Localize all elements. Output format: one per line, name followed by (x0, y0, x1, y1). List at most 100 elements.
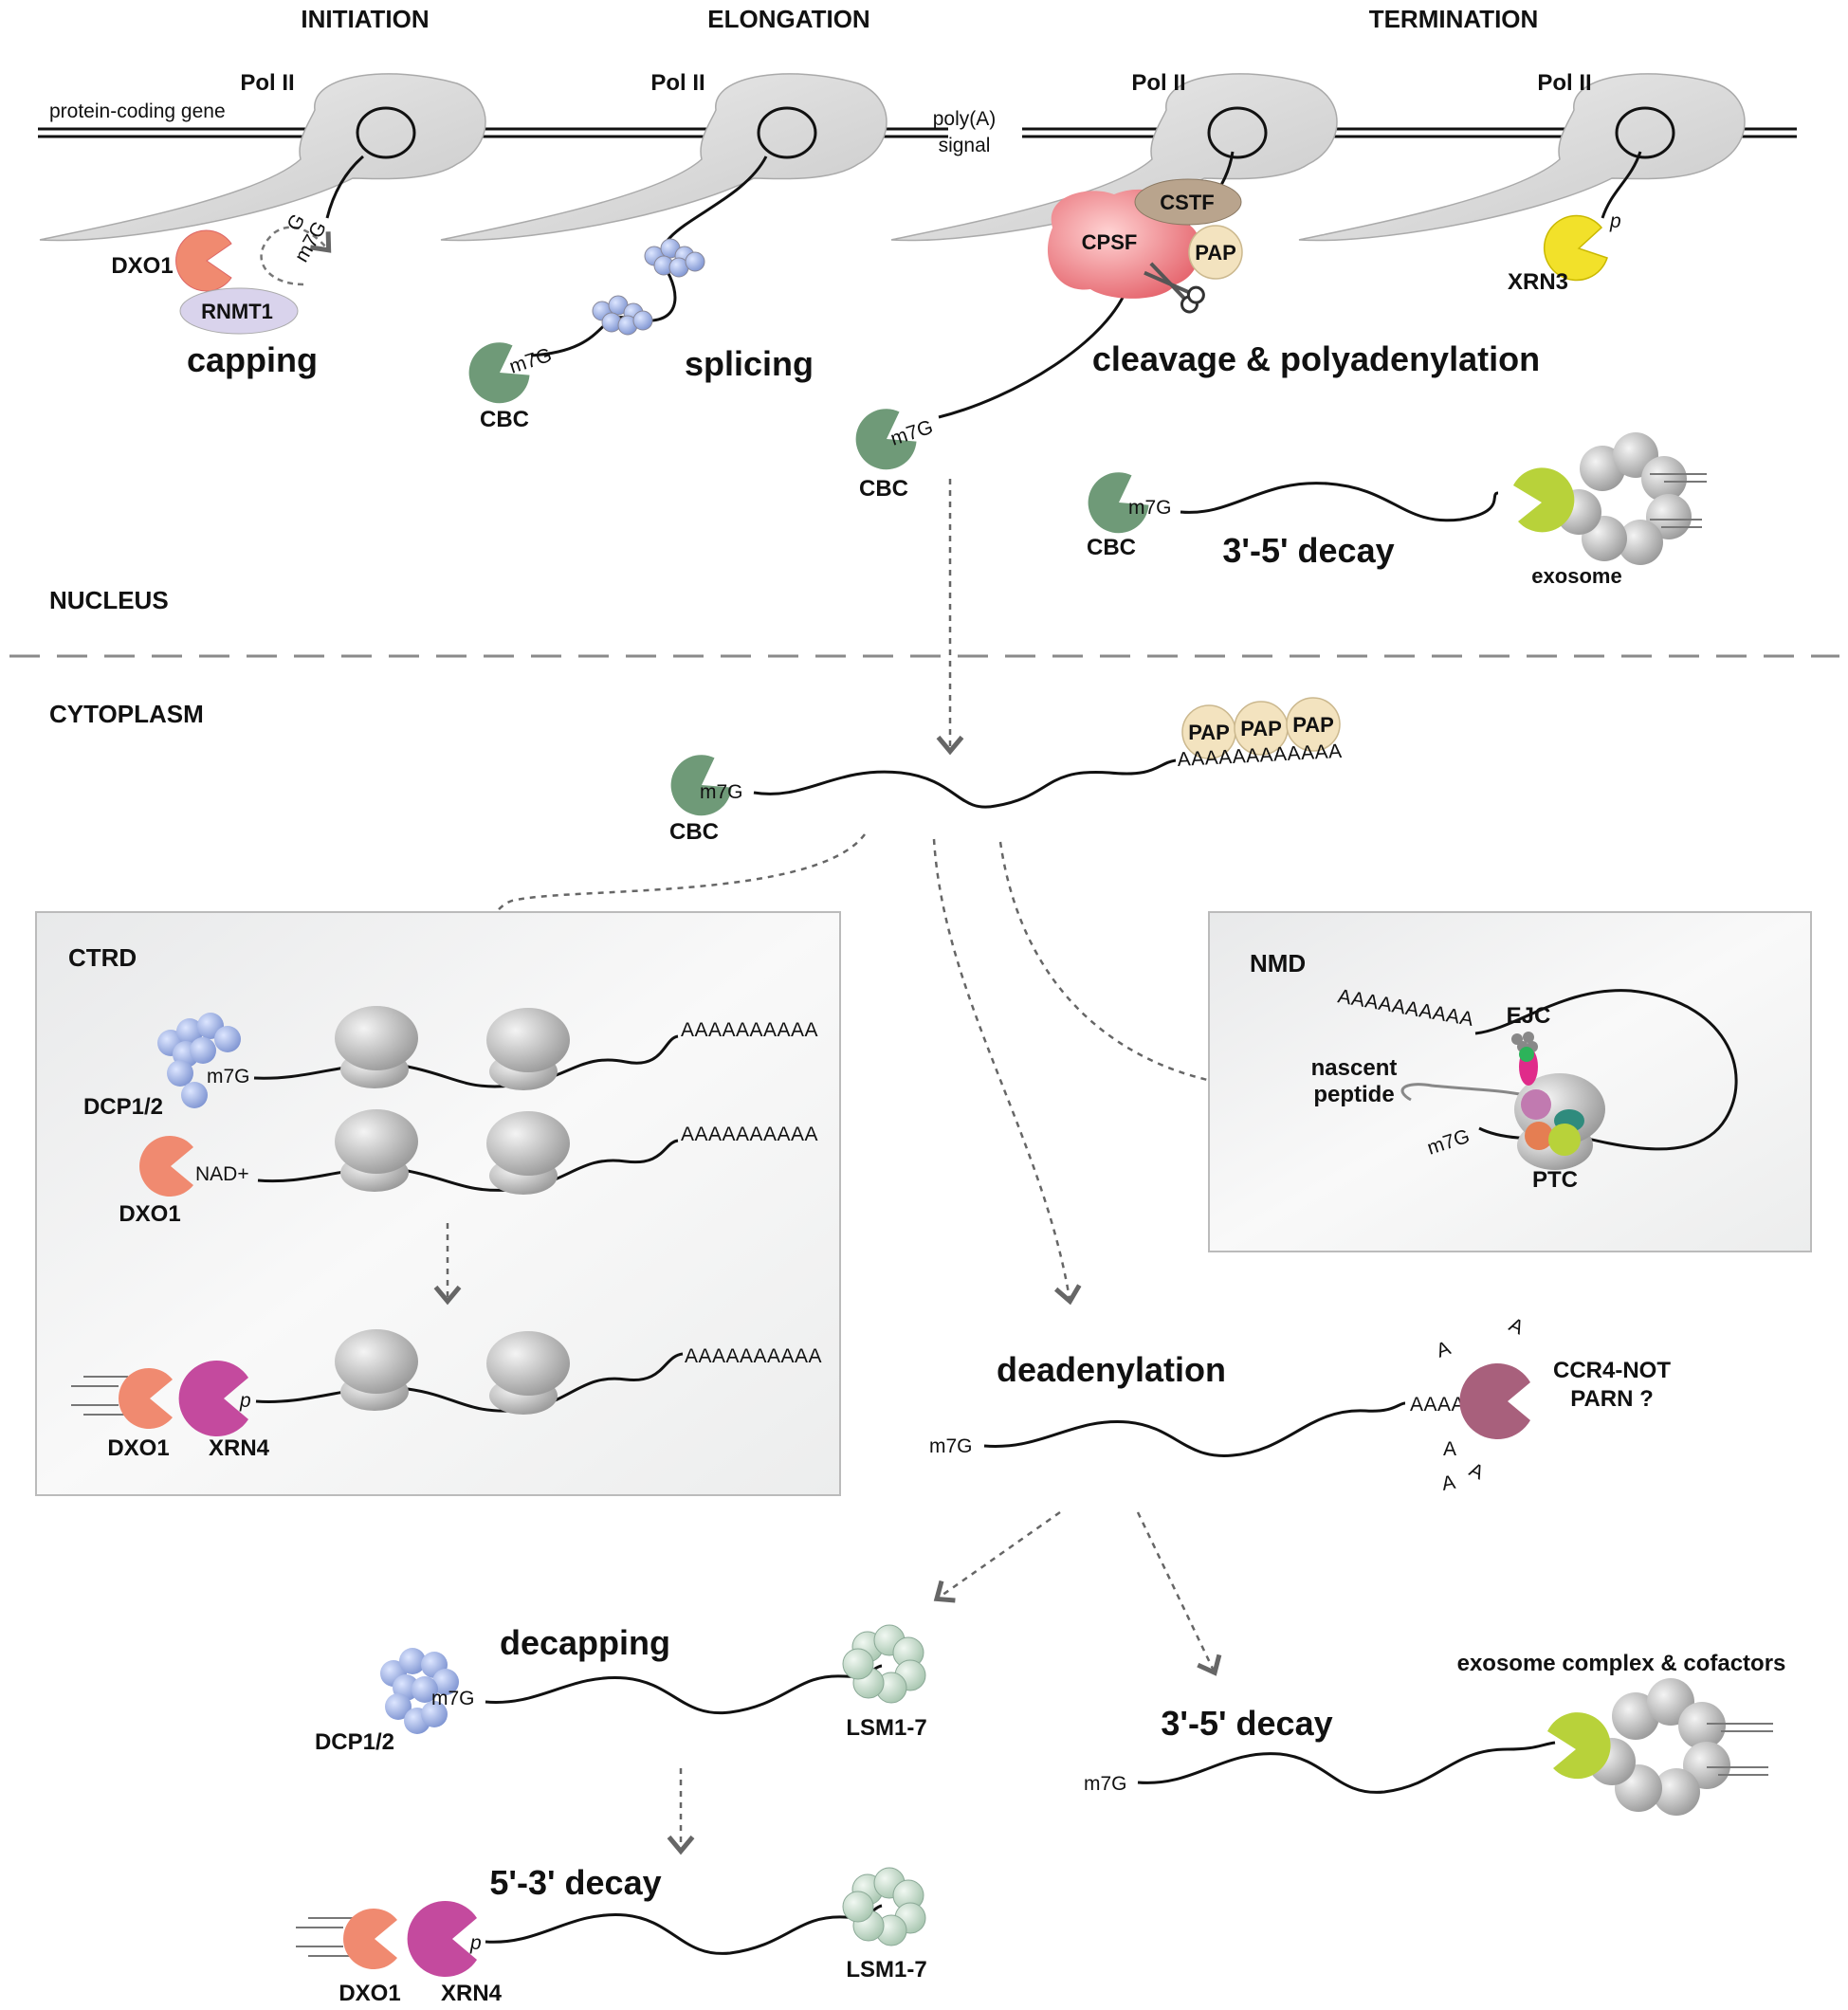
pol2-label-2: Pol II (650, 70, 704, 96)
pol2-elongation (440, 73, 887, 242)
cbc-label-termination: CBC (859, 476, 908, 502)
nad-label: NAD+ (195, 1163, 249, 1185)
m7g-label-splicing: m7G (506, 344, 554, 378)
cleavage-label: cleavage & polyadenylation (1092, 339, 1540, 378)
exosome-complex-label: exosome complex & cofactors (1457, 1651, 1786, 1676)
stage-termination: TERMINATION (1369, 5, 1539, 33)
ctrd-title: CTRD (68, 943, 137, 972)
pol2-termination-2 (1298, 73, 1746, 242)
ribosome-ctrd-3b (486, 1331, 570, 1415)
m7g-label-ctrd: m7G (207, 1066, 250, 1087)
ribosome-ctrd-3a (335, 1329, 418, 1411)
stage-elongation: ELONGATION (707, 5, 869, 33)
m7g-label-nuclear-decay: m7G (1128, 497, 1172, 519)
dcp12-decapping (380, 1648, 459, 1734)
pap-label-1: PAP (1188, 721, 1230, 744)
a-label-3: A (1443, 1438, 1456, 1460)
parn-label: PARN ? (1570, 1386, 1654, 1412)
cbc-label-cytoplasm: CBC (669, 819, 719, 845)
arrow-to-deadenylation (932, 838, 1082, 1306)
lsm17-label-decapping: LSM1-7 (846, 1715, 926, 1741)
dxo1-ctrd (139, 1136, 193, 1197)
m7g-label-cyto-decay: m7G (1084, 1773, 1127, 1795)
a-label-2: A (1506, 1314, 1527, 1340)
ctrd-box (35, 911, 841, 1496)
ptc-label: PTC (1532, 1167, 1578, 1193)
dcp12-label-ctrd: DCP1/2 (83, 1094, 163, 1120)
rnmt1-label: RNMT1 (201, 300, 273, 323)
dxo1-ctrd-decay (119, 1368, 173, 1429)
pap-label-termination: PAP (1195, 241, 1236, 265)
cstf-label: CSTF (1160, 191, 1214, 214)
dxo1-capping (175, 229, 232, 292)
pap-label-3: PAP (1292, 713, 1334, 737)
decay35-label-nuclear: 3'-5' decay (1222, 531, 1394, 570)
ribosome-ctrd-2a (335, 1109, 418, 1192)
m7g-label-cytoplasm: m7G (700, 781, 743, 803)
dcp12-label-decapping: DCP1/2 (315, 1729, 394, 1755)
polya-tail-ctrd-3: AAAAAAAAAA (685, 1345, 822, 1367)
cbc-label-splicing: CBC (480, 407, 529, 432)
dcp12-ctrd (157, 1013, 241, 1108)
lsm17-53-decay (842, 1867, 926, 1946)
spliceosome-2 (592, 295, 653, 336)
cstf-protein (1134, 178, 1242, 226)
cbc-splicing (468, 342, 530, 404)
deadenylation-label: deadenylation (997, 1350, 1226, 1389)
cpsf-label: CPSF (1082, 230, 1138, 254)
dxo1-label-ctrd: DXO1 (119, 1201, 180, 1227)
xrn3-enzyme (1543, 214, 1608, 282)
ribosome-ctrd-1a (335, 1006, 418, 1088)
dxo1-53-decay (343, 1909, 397, 1969)
pol2-label-3: Pol II (1131, 70, 1185, 96)
p-label-53: p (469, 1932, 482, 1954)
ejc-complex (1511, 1032, 1538, 1062)
pol2-label-1: Pol II (240, 70, 294, 96)
dxo1-label-53: DXO1 (338, 1981, 400, 2006)
polya-signal-label-2: signal (939, 135, 991, 156)
p-label-xrn3: p (1609, 210, 1621, 232)
lsm17-label-53: LSM1-7 (846, 1957, 926, 1983)
cytoplasm-label: CYTOPLASM (49, 700, 204, 728)
m7g-label-decapping: m7G (431, 1688, 475, 1709)
polya-signal-label-1: poly(A) (933, 108, 997, 130)
rnmt1-enzyme (179, 287, 299, 335)
scissors-icon (1144, 262, 1205, 314)
cbc-label-nuclear-decay: CBC (1087, 535, 1136, 560)
speed-lines-ctrd (71, 1376, 128, 1416)
capping-arrow (260, 226, 332, 286)
spliceosome-1 (644, 238, 705, 278)
nascent-label-2: peptide (1313, 1082, 1394, 1107)
nmd-title: NMD (1250, 949, 1306, 978)
nucleus-label: NUCLEUS (49, 586, 169, 614)
capping-label: capping (187, 340, 318, 379)
a-label-5: A (1440, 1471, 1457, 1495)
dxo1-label-ctrd-decay: DXO1 (107, 1435, 169, 1461)
xrn3-label: XRN3 (1508, 269, 1568, 295)
pap-label-2: PAP (1240, 717, 1282, 740)
polya-tail-ctrd-1: AAAAAAAAAA (681, 1019, 818, 1041)
xrn4-53-decay (407, 1901, 477, 1977)
m7g-label-deadenylation: m7G (929, 1435, 973, 1457)
xrn4-label-ctrd: XRN4 (209, 1435, 270, 1461)
speed-lines-53 (296, 1917, 353, 1957)
polya-tail-ctrd-2: AAAAAAAAAA (681, 1124, 818, 1145)
p-label-ctrd: p (239, 1390, 251, 1412)
cbc-cytoplasm (670, 755, 732, 816)
ejc-label: EJC (1507, 1003, 1551, 1029)
xrn4-label-53: XRN4 (441, 1981, 503, 2006)
splicing-label: splicing (685, 344, 814, 383)
xrn4-ctrd (178, 1361, 248, 1436)
speed-lines-nuclear (1650, 473, 1707, 528)
pol2-label-4: Pol II (1537, 70, 1591, 96)
ccr4not-label: CCR4-NOT (1553, 1358, 1671, 1383)
arrow-to-cyto-35-decay (1136, 1511, 1222, 1676)
exosome-label: exosome (1531, 564, 1621, 588)
pap-termination (1188, 225, 1243, 280)
a-label-4: A (1466, 1459, 1487, 1485)
decapping-label: decapping (500, 1623, 670, 1662)
cbc-termination (855, 409, 917, 470)
protein-coding-gene-label: protein-coding gene (49, 100, 226, 122)
speed-lines-cytoplasm (1707, 1723, 1773, 1776)
